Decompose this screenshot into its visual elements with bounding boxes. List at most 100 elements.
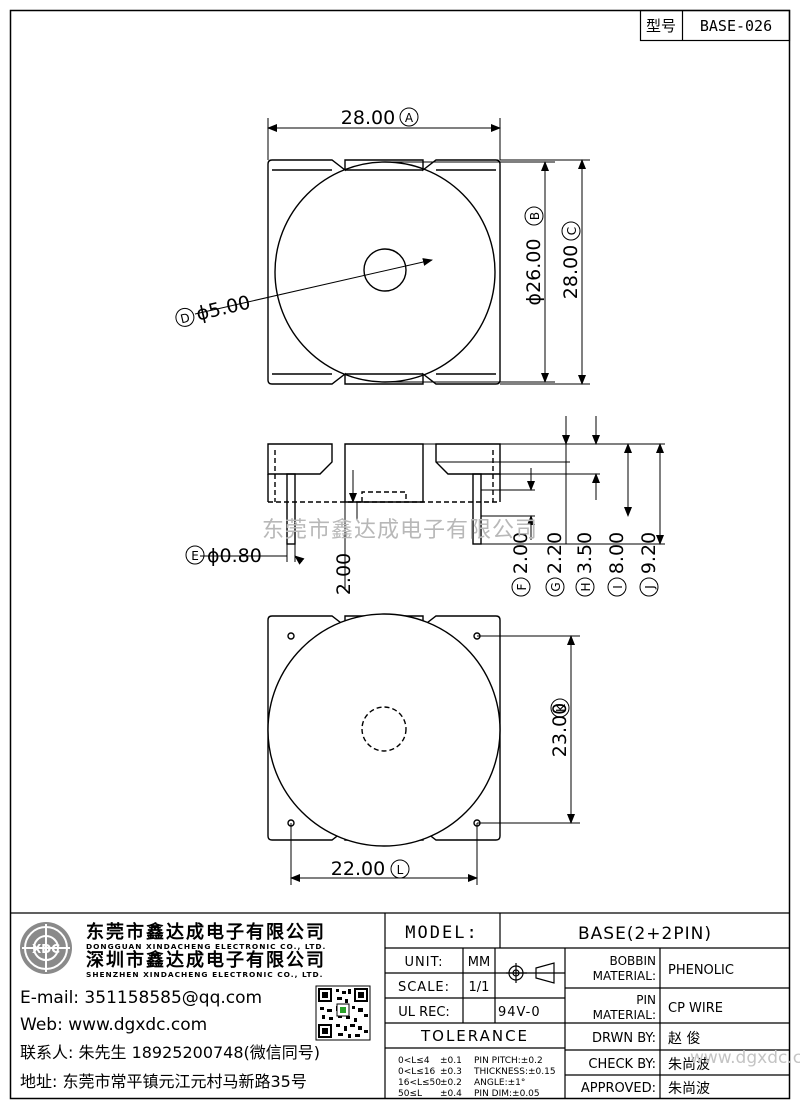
- dim-pin-value: 2.00: [333, 553, 355, 595]
- sheet-border: [9, 9, 791, 1100]
- check-label: CHECK BY:: [588, 1057, 656, 1072]
- tolerance-title: TOLERANCE: [420, 1027, 529, 1045]
- side-view-right-flange: [435, 443, 501, 475]
- top-view-dim-labels: 28.00 A ϕ26.00 B 28.00 C D ϕ5.00: [175, 107, 582, 327]
- side-view-pin-left: [286, 473, 296, 545]
- dim-l-value: 22.00: [331, 858, 385, 880]
- tol-row-2-spec: THICKNESS:±0.15: [473, 1067, 556, 1077]
- company-email: E-mail: 351158585@qq.com: [20, 988, 262, 1008]
- approved-value: 朱尚波: [668, 1081, 710, 1097]
- dim-h-value: 3.50: [574, 532, 596, 574]
- tol-row-4-range: 50≤L: [398, 1089, 422, 1099]
- tol-row-3-tol: ±0.2: [440, 1078, 462, 1088]
- scale-value: 1/1: [469, 980, 490, 995]
- pin-label-line2: MATERIAL:: [593, 1008, 656, 1022]
- pin-label-line1: PIN: [636, 993, 656, 1007]
- watermark-url: www.dgxdc.com: [690, 1048, 800, 1068]
- pin-value: CP WIRE: [668, 1001, 723, 1016]
- top-view-center-hole: [363, 248, 407, 292]
- top-view-outline: [267, 159, 501, 385]
- bobbin-value: PHENOLIC: [668, 963, 734, 978]
- bottom-view-outline: [267, 615, 501, 841]
- company-address: 地址: 东莞市常平镇元江元村马新路35号: [20, 1072, 307, 1091]
- dim-f-letter: F: [515, 583, 529, 590]
- unit-value: MM: [468, 955, 490, 970]
- side-view-dim-labels: E ϕ0.80 2.00 2.00 F 2.20 G 3.50 H 8.00 I…: [185, 532, 660, 597]
- dim-f-value: 2.00: [510, 532, 532, 574]
- qr-code: [315, 985, 371, 1041]
- bottom-view-dimensions: [290, 635, 580, 885]
- side-view-pin-right: [472, 473, 482, 545]
- tol-row-2-tol: ±0.3: [440, 1067, 462, 1077]
- company-info: 东莞市鑫达成电子有限公司 DONGGUAN XINDACHENG ELECTRO…: [20, 921, 326, 1091]
- dim-j-letter: J: [643, 585, 657, 590]
- bottom-view-center-recess: [361, 706, 407, 752]
- tol-row-3-range: 16<L≤50: [398, 1078, 441, 1088]
- company-contact: 联系人: 朱先生 18925200748(微信同号): [20, 1043, 320, 1062]
- model-label: MODEL:: [405, 923, 478, 943]
- model-value: BASE(2+2PIN): [578, 924, 712, 944]
- unit-label: UNIT:: [405, 955, 444, 970]
- dim-k-value: 23.00: [549, 703, 571, 757]
- svg-text:XDC: XDC: [32, 942, 60, 956]
- tol-row-4-tol: ±0.4: [440, 1089, 462, 1099]
- company-name-cn-1: 东莞市鑫达成电子有限公司: [86, 921, 326, 943]
- drawn-label: DRWN BY:: [592, 1031, 656, 1046]
- top-view-dimensions: [194, 118, 590, 385]
- side-view-left-flange: [267, 443, 333, 475]
- title-block: [10, 912, 790, 1099]
- tol-row-1-spec: PIN PITCH:±0.2: [474, 1056, 543, 1066]
- top-view-disc: [274, 161, 496, 383]
- title-block-text: MODEL: BASE(2+2PIN) UNIT: MM SCALE: 1/1 …: [398, 923, 800, 1099]
- scale-label: SCALE:: [398, 980, 450, 995]
- dim-a-letter: A: [405, 111, 414, 125]
- company-name-cn-2: 深圳市鑫达成电子有限公司: [86, 949, 326, 971]
- dim-a-value: 28.00: [341, 107, 395, 129]
- tol-row-2-range: 0<L≤16: [398, 1067, 436, 1077]
- dim-c-value: 28.00: [560, 245, 582, 299]
- side-view-dimensions: [200, 416, 665, 590]
- check-value: 朱尚波: [668, 1057, 710, 1073]
- dim-k-letter: K: [554, 703, 568, 712]
- drawn-value: 赵 俊: [668, 1031, 700, 1047]
- dim-j-value: 9.20: [638, 532, 660, 574]
- dim-g-letter: G: [549, 582, 563, 591]
- dim-i-letter: I: [611, 585, 625, 589]
- company-web: Web: www.dgxdc.com: [20, 1015, 207, 1035]
- dim-e-letter: E: [191, 549, 199, 563]
- dim-b-value: ϕ26.00: [523, 239, 545, 306]
- bottom-view-dim-labels: 23.00 K 22.00 L: [331, 698, 571, 880]
- tol-row-3-spec: ANGLE:±1°: [474, 1078, 525, 1088]
- dim-i-value: 8.00: [606, 532, 628, 574]
- dim-e-value: ϕ0.80: [207, 545, 262, 567]
- dim-h-letter: H: [579, 582, 593, 591]
- watermark-text: 东莞市鑫达成电子有限公司: [262, 518, 538, 543]
- approved-label: APPROVED:: [581, 1081, 656, 1096]
- bobbin-label-line1: BOBBIN: [610, 954, 656, 968]
- dim-c-letter: C: [565, 227, 579, 235]
- ulrec-value: 94V-0: [498, 1005, 541, 1020]
- top-view: [267, 159, 501, 385]
- bottom-view-pin-hole-1: [287, 632, 295, 640]
- bottom-view: [267, 613, 501, 847]
- tol-row-1-tol: ±0.1: [440, 1056, 462, 1066]
- dim-b-letter: B: [528, 212, 542, 220]
- dim-d-letter: D: [179, 311, 191, 327]
- model-box-label: 型号: [646, 17, 676, 35]
- tol-row-4-spec: PIN DIM:±0.05: [474, 1089, 540, 1099]
- company-name-en-2: SHENZHEN XINDACHENG ELECTRONIC CO., LTD.: [86, 970, 323, 979]
- dim-l-letter: L: [397, 863, 404, 877]
- ulrec-label: UL REC:: [398, 1005, 450, 1020]
- dim-g-value: 2.20: [544, 532, 566, 574]
- side-view-center-block: [344, 443, 424, 503]
- company-logo: XDC: [20, 922, 72, 974]
- bobbin-label-line2: MATERIAL:: [593, 969, 656, 983]
- dim-d-value: ϕ5.00: [194, 292, 252, 326]
- company-name-en-1: DONGGUAN XINDACHENG ELECTRONIC CO., LTD.: [86, 942, 326, 951]
- bottom-view-disc: [267, 613, 501, 847]
- tol-row-1-range: 0<L≤4: [398, 1056, 430, 1066]
- model-number-box: 型号 BASE-026: [639, 9, 791, 42]
- model-box-value: BASE-026: [700, 17, 772, 35]
